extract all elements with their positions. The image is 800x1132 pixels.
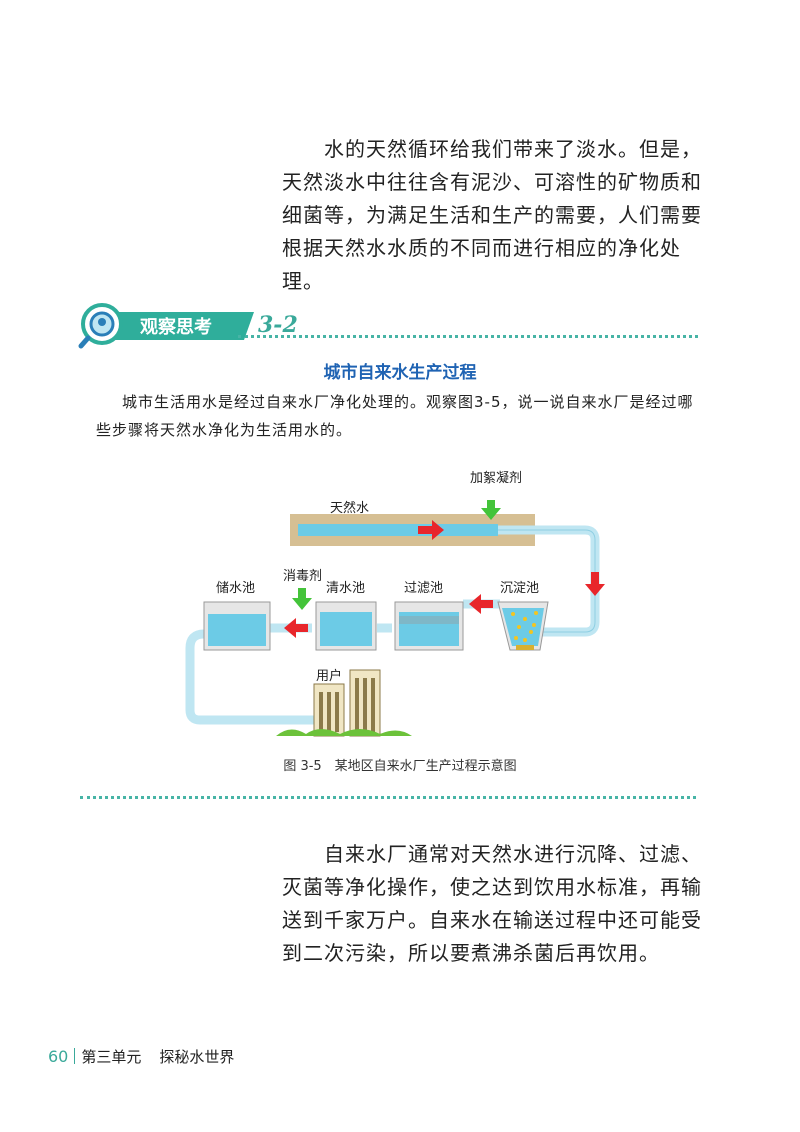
label-storage-tank: 储水池 (216, 581, 255, 596)
figure-caption: 图 3-5 某地区自来水厂生产过程示意图 (283, 759, 517, 774)
storage-water (208, 614, 266, 646)
coagulant-arrow (481, 500, 501, 520)
unit-title: 探秘水世界 (159, 1048, 235, 1066)
label-users: 用户 (316, 668, 342, 684)
flow-arrow-channel (418, 520, 444, 540)
flow-arrow-down (585, 572, 605, 596)
building-windows (319, 678, 375, 732)
water-treatment-diagram: 加絮凝剂 天然水 消毒剂 储水池 清水池 过滤池 沉淀池 用户 (185, 470, 605, 737)
activity-badge: 观察思考 (78, 303, 254, 349)
unit-label: 第三单元 (81, 1048, 142, 1066)
label-clear-tank: 清水池 (326, 581, 365, 596)
label-disinfectant: 消毒剂 (283, 569, 322, 584)
conclusion-paragraph: 自来水厂通常对天然水进行沉降、过滤、灭菌等净化操作，使之达到饮用水标准，再输送到… (282, 842, 702, 965)
clear-water (320, 612, 372, 646)
flow-arrow-to-storage (284, 618, 308, 638)
label-sedimentation-tank: 沉淀池 (500, 581, 539, 596)
label-natural-water: 天然水 (330, 500, 369, 516)
flow-arrow-to-filter (469, 594, 493, 614)
pipe-to-users (185, 629, 320, 725)
section-title: 城市自来水生产过程 (323, 363, 477, 383)
activity-header: 观察思考 3-2 (78, 300, 698, 350)
activity-question: 城市生活用水是经过自来水厂净化处理的。观察图3-5，说一说自来水厂是经过哪些步骤… (96, 393, 694, 439)
activity-number: 3-2 (258, 312, 298, 338)
input-arrows (292, 500, 501, 610)
filter-layer (399, 616, 459, 624)
sedimentation-water (502, 608, 544, 646)
label-filter-tank: 过滤池 (404, 581, 443, 596)
disinfectant-arrow (292, 588, 312, 610)
intro-paragraph: 水的天然循环给我们带来了淡水。但是，天然淡水中往往含有泥沙、可溶性的矿物质和细菌… (282, 137, 702, 293)
page-number: 60 (48, 1047, 69, 1066)
sediment-layer (516, 645, 534, 650)
page-footer: 60 第三单元探秘水世界 (48, 1046, 234, 1067)
activity-badge-label: 观察思考 (140, 316, 212, 338)
sediment-particles (511, 611, 538, 642)
magnifier-icon (78, 303, 123, 349)
label-coagulant: 加絮凝剂 (470, 470, 522, 486)
footer-separator (74, 1048, 76, 1064)
header-divider (238, 335, 698, 338)
section-divider (80, 796, 696, 799)
grass (276, 729, 412, 736)
flow-arrows (284, 520, 605, 638)
intake-channel (298, 524, 498, 536)
